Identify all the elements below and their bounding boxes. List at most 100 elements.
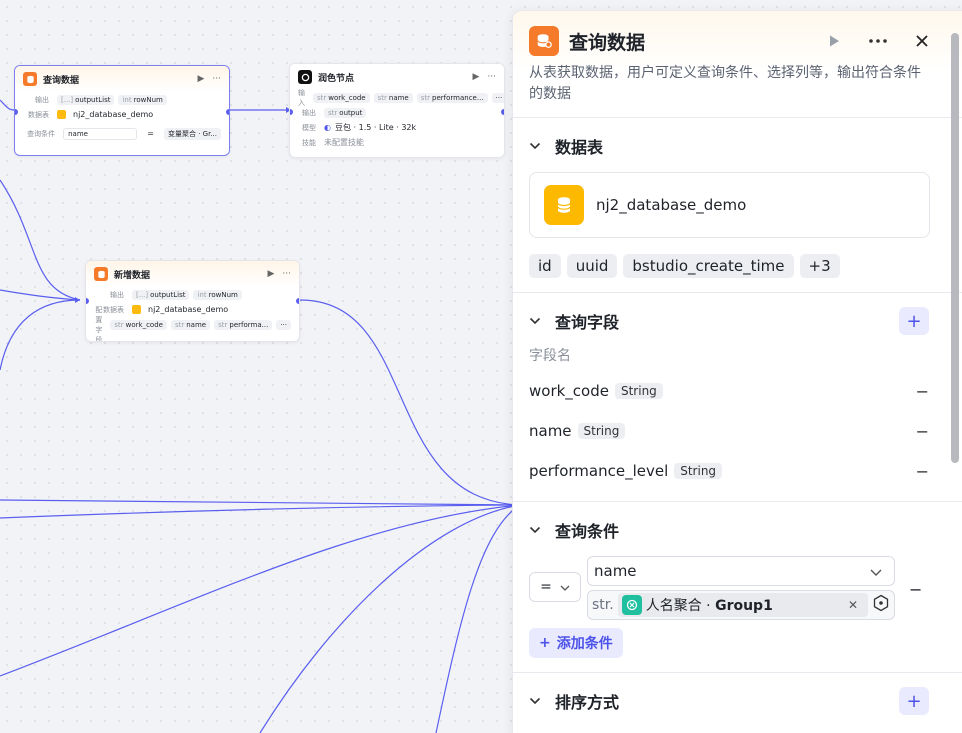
more-icon[interactable] [867, 30, 889, 52]
close-icon[interactable] [911, 30, 933, 52]
run-icon[interactable]: ▶ [267, 269, 275, 279]
node-title: 润色节点 [318, 73, 355, 84]
row-label: 查询条件 [27, 129, 56, 138]
variable-picker-icon[interactable] [872, 594, 890, 616]
database-icon [132, 305, 141, 314]
node-header: 查询数据 ▶ ··· [15, 66, 229, 92]
database-name: nj2_database_demo [596, 196, 747, 214]
run-icon[interactable] [823, 30, 845, 52]
close-icon[interactable]: ✕ [847, 598, 858, 612]
row-label: 输出 [35, 95, 49, 104]
more-icon[interactable]: ··· [212, 74, 221, 84]
remove-field-button[interactable]: − [915, 381, 929, 401]
panel-description: 从表获取数据，用户可定义查询条件、选择列等，输出符合条件的数据 [529, 65, 921, 102]
run-icon[interactable]: ▶ [472, 72, 480, 82]
input-port[interactable] [290, 109, 293, 115]
more-chip[interactable]: ··· [276, 319, 291, 330]
condition-field-select[interactable]: name [587, 556, 895, 586]
add-condition-button[interactable]: + 添加条件 [529, 628, 623, 658]
add-field-button[interactable]: + [899, 307, 929, 335]
field-row: work_code String − [529, 371, 957, 411]
row-label: 输出 [110, 290, 124, 299]
output-chip: [...]outputList [57, 94, 115, 105]
variable-group: Group1 [715, 598, 773, 614]
run-icon[interactable]: ▶ [197, 74, 205, 84]
panel-scrollbar[interactable] [951, 33, 959, 463]
table-section: 数据表 nj2_database_demo id uuid bstudio_cr… [513, 117, 962, 292]
column-tag: bstudio_create_time [623, 254, 794, 278]
more-icon[interactable]: ··· [282, 269, 291, 279]
section-title: 查询条件 [555, 522, 620, 541]
input-port[interactable] [86, 298, 89, 304]
section-title: 数据表 [555, 138, 604, 157]
variable-chip[interactable]: 人名聚合 · Group1 ✕ [617, 593, 868, 617]
type-tag: String [614, 383, 663, 399]
field-name: name [529, 422, 572, 440]
database-card[interactable]: nj2_database_demo [529, 172, 930, 238]
cond-field: name [63, 127, 138, 140]
output-port[interactable] [226, 109, 229, 115]
edge [0, 499, 521, 506]
edge [0, 289, 81, 301]
panel-title: 查询数据 [569, 31, 646, 54]
chevron-down-icon[interactable] [529, 317, 549, 325]
field-row: performance_level String − [529, 451, 957, 491]
more-columns-tag[interactable]: +3 [799, 254, 840, 278]
db-name: nj2_database_demo [148, 305, 229, 314]
column-tag: uuid [566, 254, 618, 278]
add-sort-button[interactable]: + [899, 687, 929, 715]
section-title: 排序方式 [555, 693, 620, 712]
edge [0, 504, 521, 677]
row-label: 模型 [302, 123, 316, 132]
output-port[interactable] [501, 109, 504, 115]
remove-condition-button[interactable]: − [909, 580, 923, 599]
remove-field-button[interactable]: − [915, 461, 929, 481]
operator-select[interactable]: = [529, 572, 581, 602]
field-name: work_code [529, 382, 609, 400]
remove-field-button[interactable]: − [915, 421, 929, 441]
node-config-panel: 查询数据 从表获取数据，用户可定义查询条件、选择列等，输出符合条件的数据 数据表 [512, 10, 962, 733]
condition-value-input[interactable]: str. 人名聚合 · Group1 ✕ [587, 590, 895, 620]
conditions-section: 查询条件 = name str. [513, 501, 962, 672]
skills-text: 未配置技能 [324, 138, 364, 147]
output-port[interactable] [296, 298, 299, 304]
more-chip[interactable]: ··· [491, 92, 504, 103]
edge-arrow [75, 297, 80, 303]
llm-icon [298, 70, 312, 84]
row-label: 技能 [302, 138, 316, 147]
output-chip: [...]outputList [132, 289, 190, 300]
node-header: 润色节点 ▶ ··· [290, 64, 504, 90]
type-tag: String [674, 463, 723, 479]
variable-aggregate-icon [621, 595, 642, 615]
edge [299, 299, 521, 506]
input-port[interactable] [15, 109, 18, 115]
column-tags: id uuid bstudio_create_time +3 [529, 254, 957, 278]
chevron-down-icon[interactable] [529, 526, 549, 534]
chevron-down-icon[interactable] [529, 142, 549, 150]
node-title: 新增数据 [114, 270, 151, 281]
operator-value: = [540, 579, 552, 595]
chevron-down-icon [560, 579, 570, 595]
plus-icon: + [539, 635, 551, 651]
column-tag: id [529, 254, 561, 278]
db-name: nj2_database_demo [73, 110, 154, 119]
condition-row: = name str. [529, 556, 957, 620]
row-label: 输入 [298, 88, 305, 107]
more-icon[interactable]: ··· [487, 72, 496, 82]
chevron-down-icon[interactable] [529, 697, 549, 705]
type-tag: String [577, 423, 626, 439]
fields-section: 查询字段 + 字段名 work_code String − name Strin… [513, 292, 962, 501]
database-icon [544, 185, 584, 225]
database-icon [57, 110, 66, 119]
